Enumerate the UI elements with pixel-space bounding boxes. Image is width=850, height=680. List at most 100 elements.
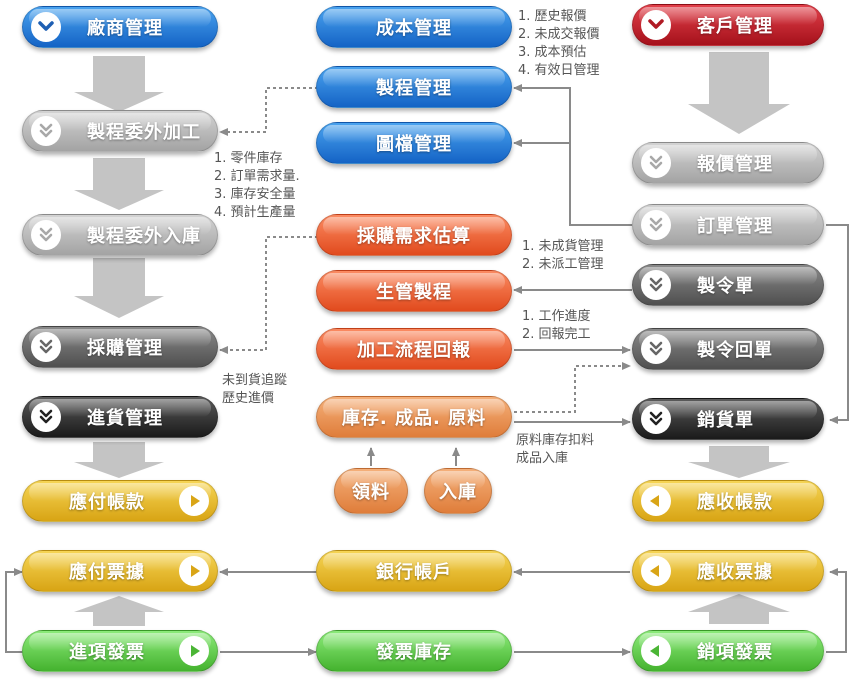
node-label: 成本管理 xyxy=(376,18,452,39)
outsource-process-node[interactable]: 製程委外加工 xyxy=(22,110,218,152)
block-arrow xyxy=(74,596,164,626)
block-arrow xyxy=(74,258,164,318)
chevron-down-icon xyxy=(31,332,61,362)
block-arrow xyxy=(688,594,790,624)
stock-in-node[interactable]: 入庫 xyxy=(424,468,492,514)
chevron-down-icon xyxy=(31,12,61,42)
node-label: 應付票據 xyxy=(69,562,145,583)
node-label: 報價管理 xyxy=(697,154,773,175)
goods-receipt-node[interactable]: 進貨管理 xyxy=(22,396,218,438)
note-line: 成品入庫 xyxy=(516,451,569,466)
production-process-node[interactable]: 生管製程 xyxy=(316,270,512,312)
tracking-notes: 未到貨追蹤 歷史進價 xyxy=(222,372,287,408)
chevron-down-icon xyxy=(641,148,671,178)
note-line: 3. 成本預估 xyxy=(518,45,587,60)
node-label: 應收帳款 xyxy=(697,492,773,513)
purchase-mgmt-node[interactable]: 採購管理 xyxy=(22,326,218,368)
sales-slip-node[interactable]: 銷貨單 xyxy=(632,398,824,440)
node-label: 應付帳款 xyxy=(69,492,145,513)
play-icon xyxy=(179,636,209,666)
invoice-stock-node[interactable]: 發票庫存 xyxy=(316,630,512,672)
material-issue-node[interactable]: 領料 xyxy=(334,468,408,514)
process-report-node[interactable]: 加工流程回報 xyxy=(316,328,512,370)
notes-receivable-node[interactable]: 應收票據 xyxy=(632,550,824,592)
note-line: 1. 歷史報價 xyxy=(518,9,587,24)
node-label: 廠商管理 xyxy=(87,18,163,39)
parts-notes: 1. 零件庫存 2. 訂單需求量. 3. 庫存安全量 4. 預計生產量 xyxy=(214,150,300,222)
note-line: 1. 工作進度 xyxy=(522,309,591,324)
stock-notes: 原料庫存扣料 成品入庫 xyxy=(516,432,594,468)
order-mgmt-node[interactable]: 訂單管理 xyxy=(632,204,824,246)
block-arrows xyxy=(74,52,790,626)
node-label: 銷項發票 xyxy=(697,642,773,663)
block-arrow xyxy=(74,442,164,478)
node-label: 進項發票 xyxy=(69,642,145,663)
chevron-down-icon xyxy=(641,334,671,364)
back-icon xyxy=(641,636,671,666)
note-line: 1. 未成貨管理 xyxy=(522,239,604,254)
node-label: 製程委外加工 xyxy=(87,122,201,143)
block-arrow xyxy=(688,446,790,478)
chevron-down-icon xyxy=(641,210,671,240)
purchase-demand-node[interactable]: 採購需求估算 xyxy=(316,214,512,256)
connector xyxy=(514,362,631,413)
node-label: 訂單管理 xyxy=(697,216,773,237)
inventory-node[interactable]: 庫存. 成品. 原料 xyxy=(316,396,512,438)
node-label: 製令單 xyxy=(697,276,754,297)
node-label: 圖檔管理 xyxy=(376,134,452,155)
note-line: 2. 未派工管理 xyxy=(522,257,604,272)
work-notes: 1. 工作進度 2. 回報完工 xyxy=(522,308,591,344)
node-label: 應收票據 xyxy=(697,562,773,583)
sales-invoice-node[interactable]: 銷項發票 xyxy=(632,630,824,672)
play-icon xyxy=(179,556,209,586)
work-order-node[interactable]: 製令單 xyxy=(632,264,824,306)
cost-notes: 1. 歷史報價 2. 未成交報價 3. 成本預估 4. 有效日管理 xyxy=(518,8,600,80)
node-label: 生管製程 xyxy=(376,282,452,303)
chevron-down-icon xyxy=(641,404,671,434)
note-line: 2. 訂單需求量. xyxy=(214,169,300,184)
block-arrow xyxy=(74,56,164,112)
cost-mgmt-node[interactable]: 成本管理 xyxy=(316,6,512,48)
work-order-return-node[interactable]: 製令回單 xyxy=(632,328,824,370)
back-icon xyxy=(641,556,671,586)
connector xyxy=(219,236,318,354)
node-label: 銷貨單 xyxy=(697,410,754,431)
chevron-down-icon xyxy=(31,116,61,146)
node-label: 加工流程回報 xyxy=(357,340,471,361)
connector xyxy=(826,224,849,424)
node-label: 製令回單 xyxy=(697,340,773,361)
accounts-receivable-node[interactable]: 應收帳款 xyxy=(632,480,824,522)
note-line: 2. 回報完工 xyxy=(522,327,591,342)
outsource-inbound-node[interactable]: 製程委外入庫 xyxy=(22,214,218,256)
chevron-down-icon xyxy=(31,220,61,250)
accounts-payable-node[interactable]: 應付帳款 xyxy=(22,480,218,522)
node-label: 庫存. 成品. 原料 xyxy=(341,408,487,429)
node-label: 領料 xyxy=(352,482,390,503)
chevron-down-icon xyxy=(641,10,671,40)
bank-account-node[interactable]: 銀行帳戶 xyxy=(316,550,512,592)
node-label: 入庫 xyxy=(439,482,477,503)
connector xyxy=(219,87,318,136)
node-label: 發票庫存 xyxy=(376,642,452,663)
chevron-down-icon xyxy=(31,402,61,432)
note-line: 4. 預計生產量 xyxy=(214,205,296,220)
node-label: 製程委外入庫 xyxy=(87,226,201,247)
vendor-mgmt-node[interactable]: 廠商管理 xyxy=(22,6,218,48)
play-icon xyxy=(179,486,209,516)
note-line: 4. 有效日管理 xyxy=(518,63,600,78)
drawing-mgmt-node[interactable]: 圖檔管理 xyxy=(316,122,512,164)
notes-payable-node[interactable]: 應付票據 xyxy=(22,550,218,592)
connector xyxy=(513,84,632,226)
back-icon xyxy=(641,486,671,516)
customer-mgmt-node[interactable]: 客戶管理 xyxy=(632,4,824,46)
note-line: 原料庫存扣料 xyxy=(516,433,595,448)
quote-mgmt-node[interactable]: 報價管理 xyxy=(632,142,824,184)
note-line: 歷史進價 xyxy=(222,391,275,406)
note-line: 未到貨追蹤 xyxy=(222,373,288,388)
order-notes: 1. 未成貨管理 2. 未派工管理 xyxy=(522,238,604,274)
block-arrow xyxy=(688,52,790,134)
purchase-invoice-node[interactable]: 進項發票 xyxy=(22,630,218,672)
block-arrow xyxy=(74,158,164,210)
process-mgmt-node[interactable]: 製程管理 xyxy=(316,66,512,108)
node-label: 採購管理 xyxy=(87,338,163,359)
